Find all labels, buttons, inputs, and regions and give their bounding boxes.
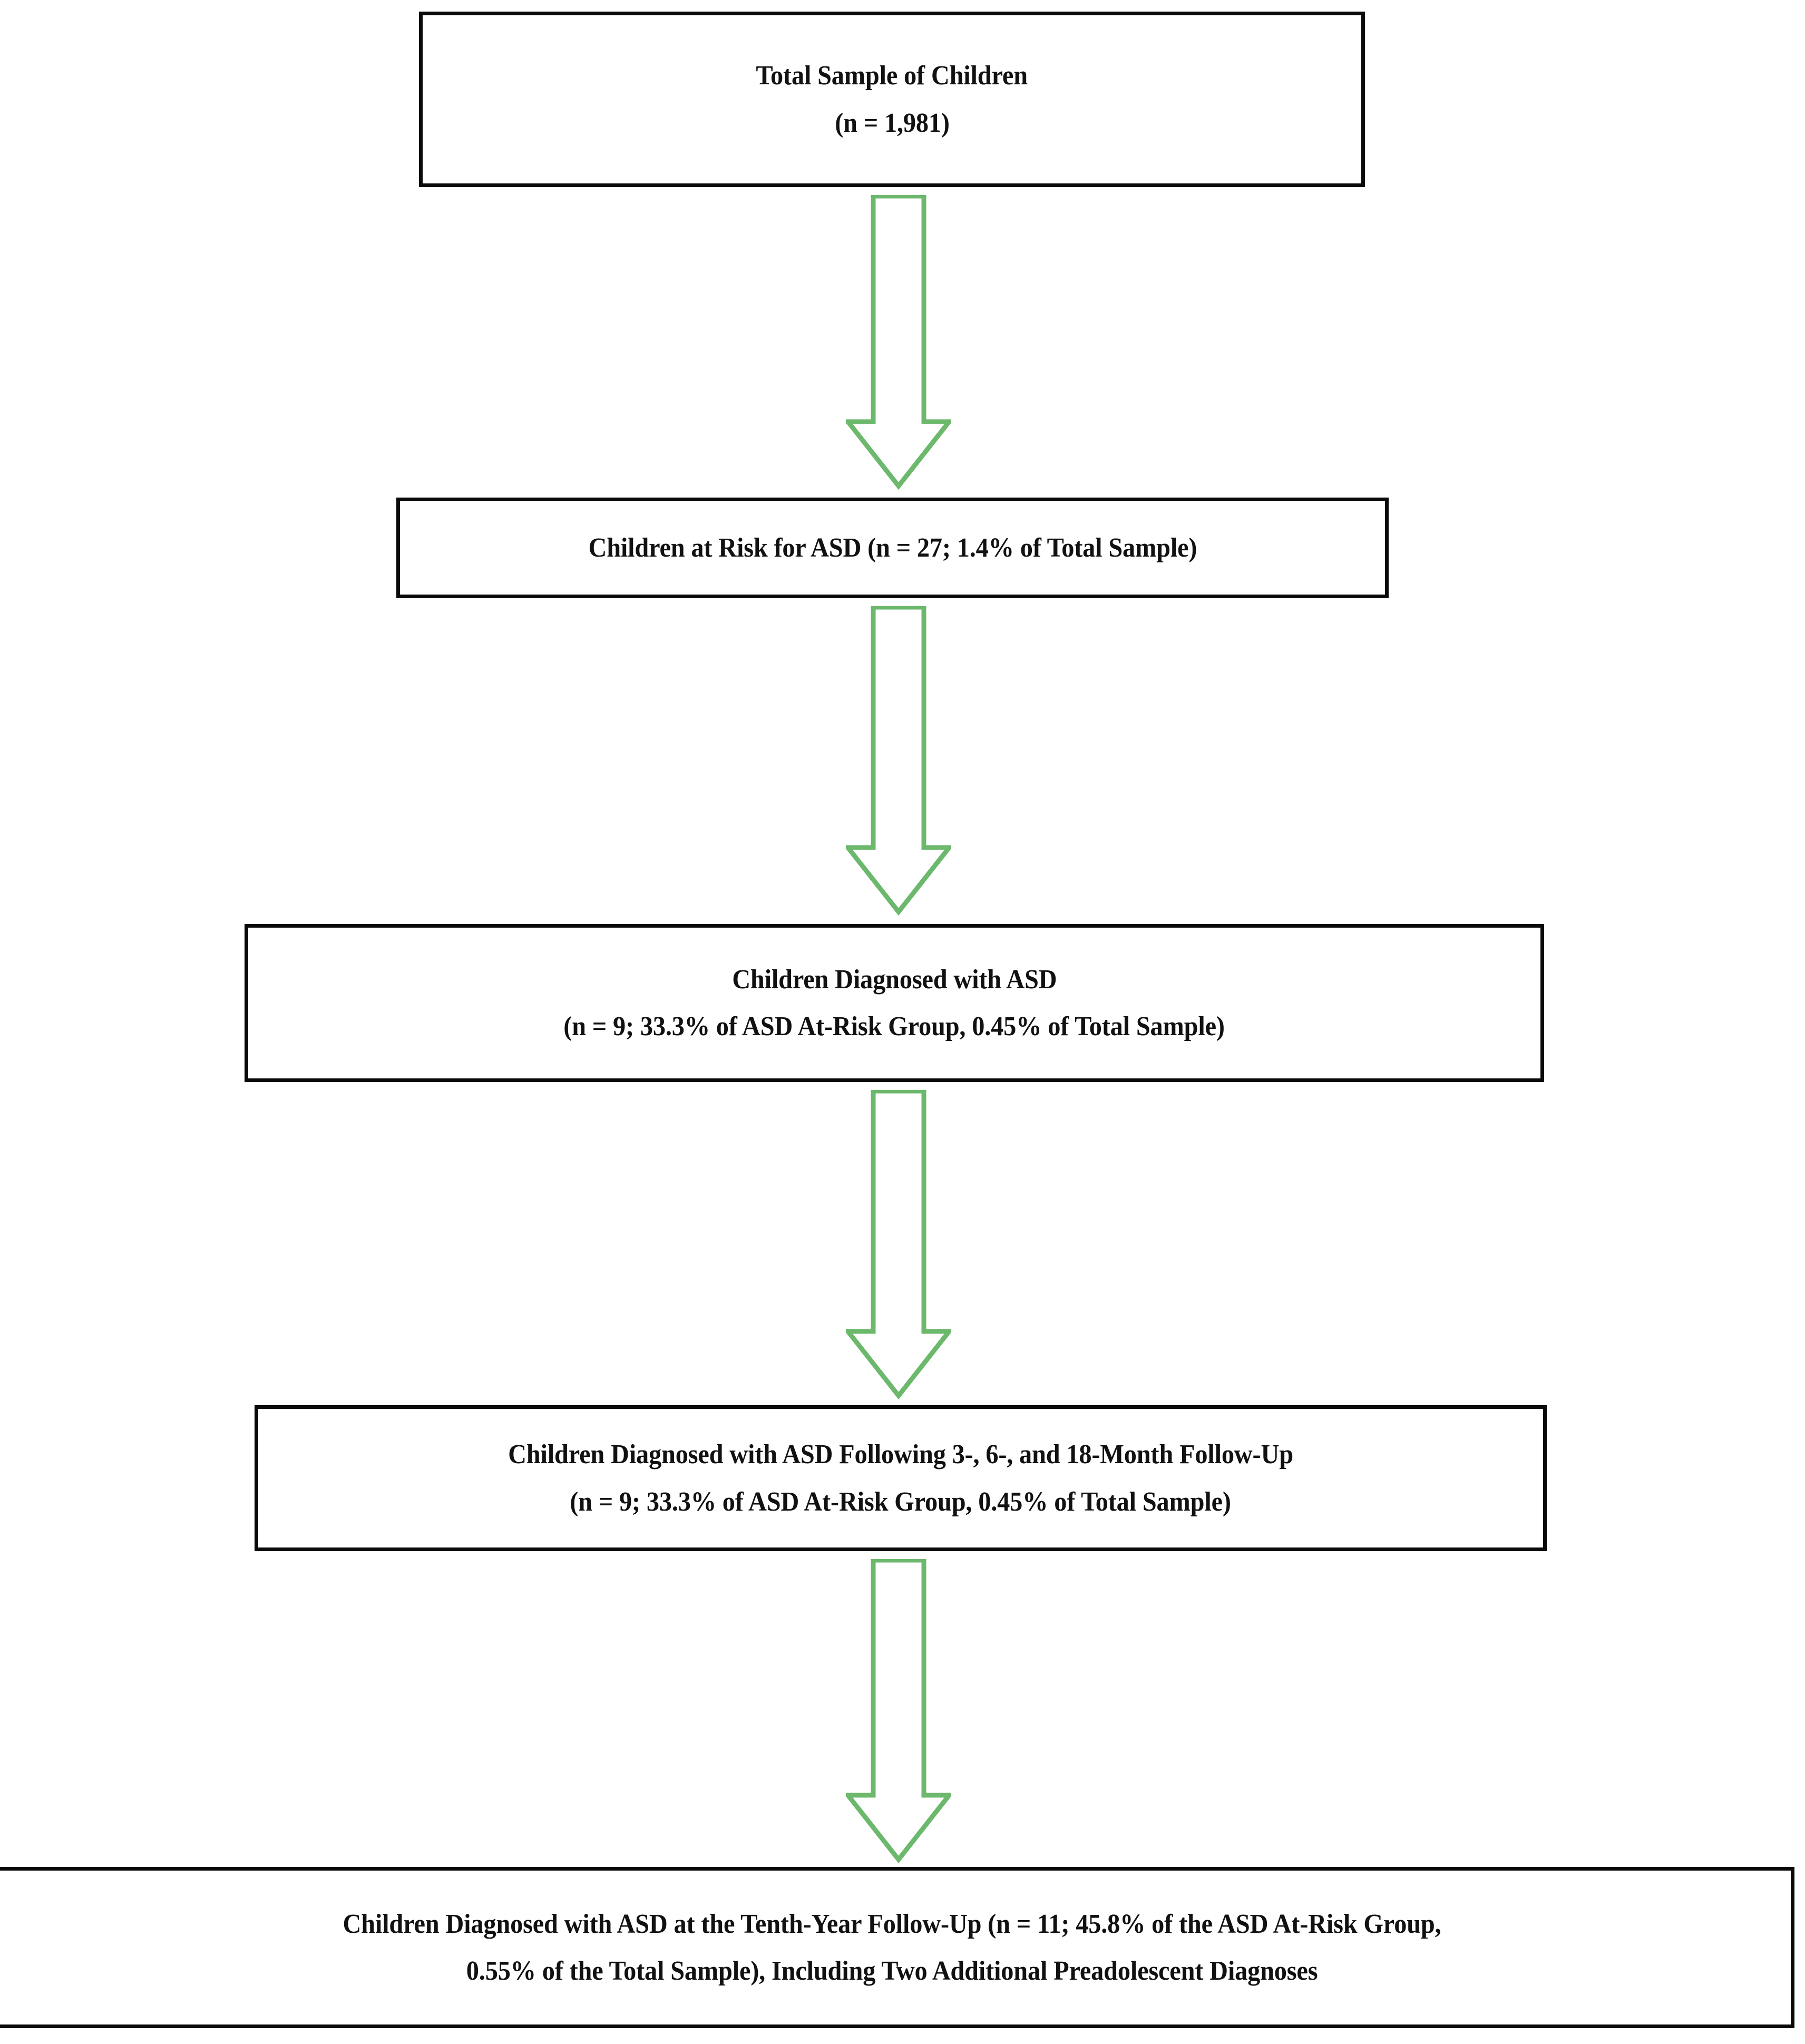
node-text-line: 0.55% of the Total Sample), Including Tw… <box>466 1956 1318 1986</box>
node-text-line: Children Diagnosed with ASD <box>731 964 1057 995</box>
flow-node-tenth-year: Children Diagnosed with ASD at the Tenth… <box>0 1867 1794 2028</box>
node-text-line: Children at Risk for ASD (n = 27; 1.4% o… <box>588 532 1197 563</box>
node-text-line: Children Diagnosed with ASD Following 3-… <box>508 1439 1293 1470</box>
node-text-line: Children Diagnosed with ASD at the Tenth… <box>343 1909 1441 1939</box>
flow-node-at-risk: Children at Risk for ASD (n = 27; 1.4% o… <box>396 498 1389 598</box>
node-text-line: Total Sample of Children <box>756 61 1028 91</box>
connector-arrow-down <box>846 1559 951 1864</box>
connector-arrow-down <box>846 195 951 490</box>
node-text-line: (n = 9; 33.3% of ASD At-Risk Group, 0.45… <box>570 1486 1232 1517</box>
node-text-line: (n = 1,981) <box>834 108 950 138</box>
connector-arrow-down <box>846 606 951 916</box>
connector-arrow-down <box>846 1090 951 1400</box>
node-text-line: (n = 9; 33.3% of ASD At-Risk Group, 0.45… <box>563 1011 1225 1042</box>
flow-node-total-sample: Total Sample of Children (n = 1,981) <box>419 12 1365 187</box>
flow-node-followup: Children Diagnosed with ASD Following 3-… <box>255 1405 1547 1551</box>
flow-node-diagnosed: Children Diagnosed with ASD (n = 9; 33.3… <box>245 924 1544 1082</box>
